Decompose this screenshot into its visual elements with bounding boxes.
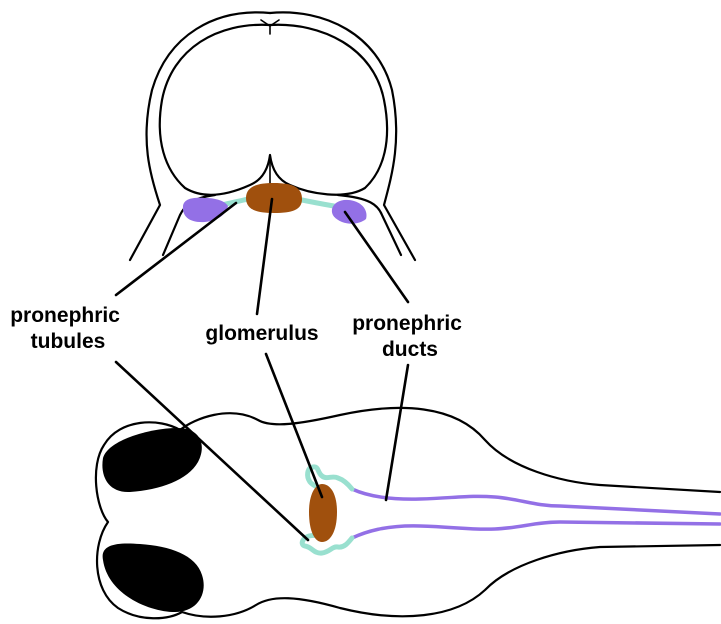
glomerulus-dorsal	[309, 484, 337, 542]
leader-glomerulus-top	[257, 199, 272, 314]
cross-section	[130, 12, 415, 260]
duct-left	[183, 198, 228, 222]
label-tubules-line-1: pronephric	[10, 304, 120, 327]
labels: pronephric tubules glomerulus pronephric…	[10, 304, 468, 361]
leader-tubules-top	[116, 203, 236, 295]
leader-ducts-bottom	[386, 365, 408, 500]
label-ducts-line-2: ducts	[382, 338, 438, 361]
leader-glomerulus-bottom	[266, 354, 322, 497]
tubule-right	[302, 200, 334, 206]
dorsal-notch	[261, 20, 279, 34]
duct-lower	[352, 522, 720, 538]
outer-body-wall-left	[130, 12, 270, 260]
eye-top	[102, 428, 201, 492]
outer-body-wall-right	[270, 12, 415, 260]
label-tubules: pronephric tubules	[10, 304, 126, 353]
label-glomerulus: glomerulus	[205, 322, 318, 345]
leader-ducts-top	[345, 212, 408, 302]
label-glomerulus-line-1: glomerulus	[205, 322, 318, 345]
leader-lines	[116, 199, 408, 540]
duct-upper	[352, 489, 720, 514]
glomerulus-cross	[246, 183, 302, 213]
embryo-dorsal-view	[96, 408, 720, 618]
label-tubules-line-2: tubules	[31, 330, 106, 353]
neural-tube-outline	[160, 25, 387, 195]
label-ducts: pronephric ducts	[352, 312, 468, 361]
eye-bottom	[103, 543, 204, 612]
label-ducts-line-1: pronephric	[352, 312, 462, 335]
